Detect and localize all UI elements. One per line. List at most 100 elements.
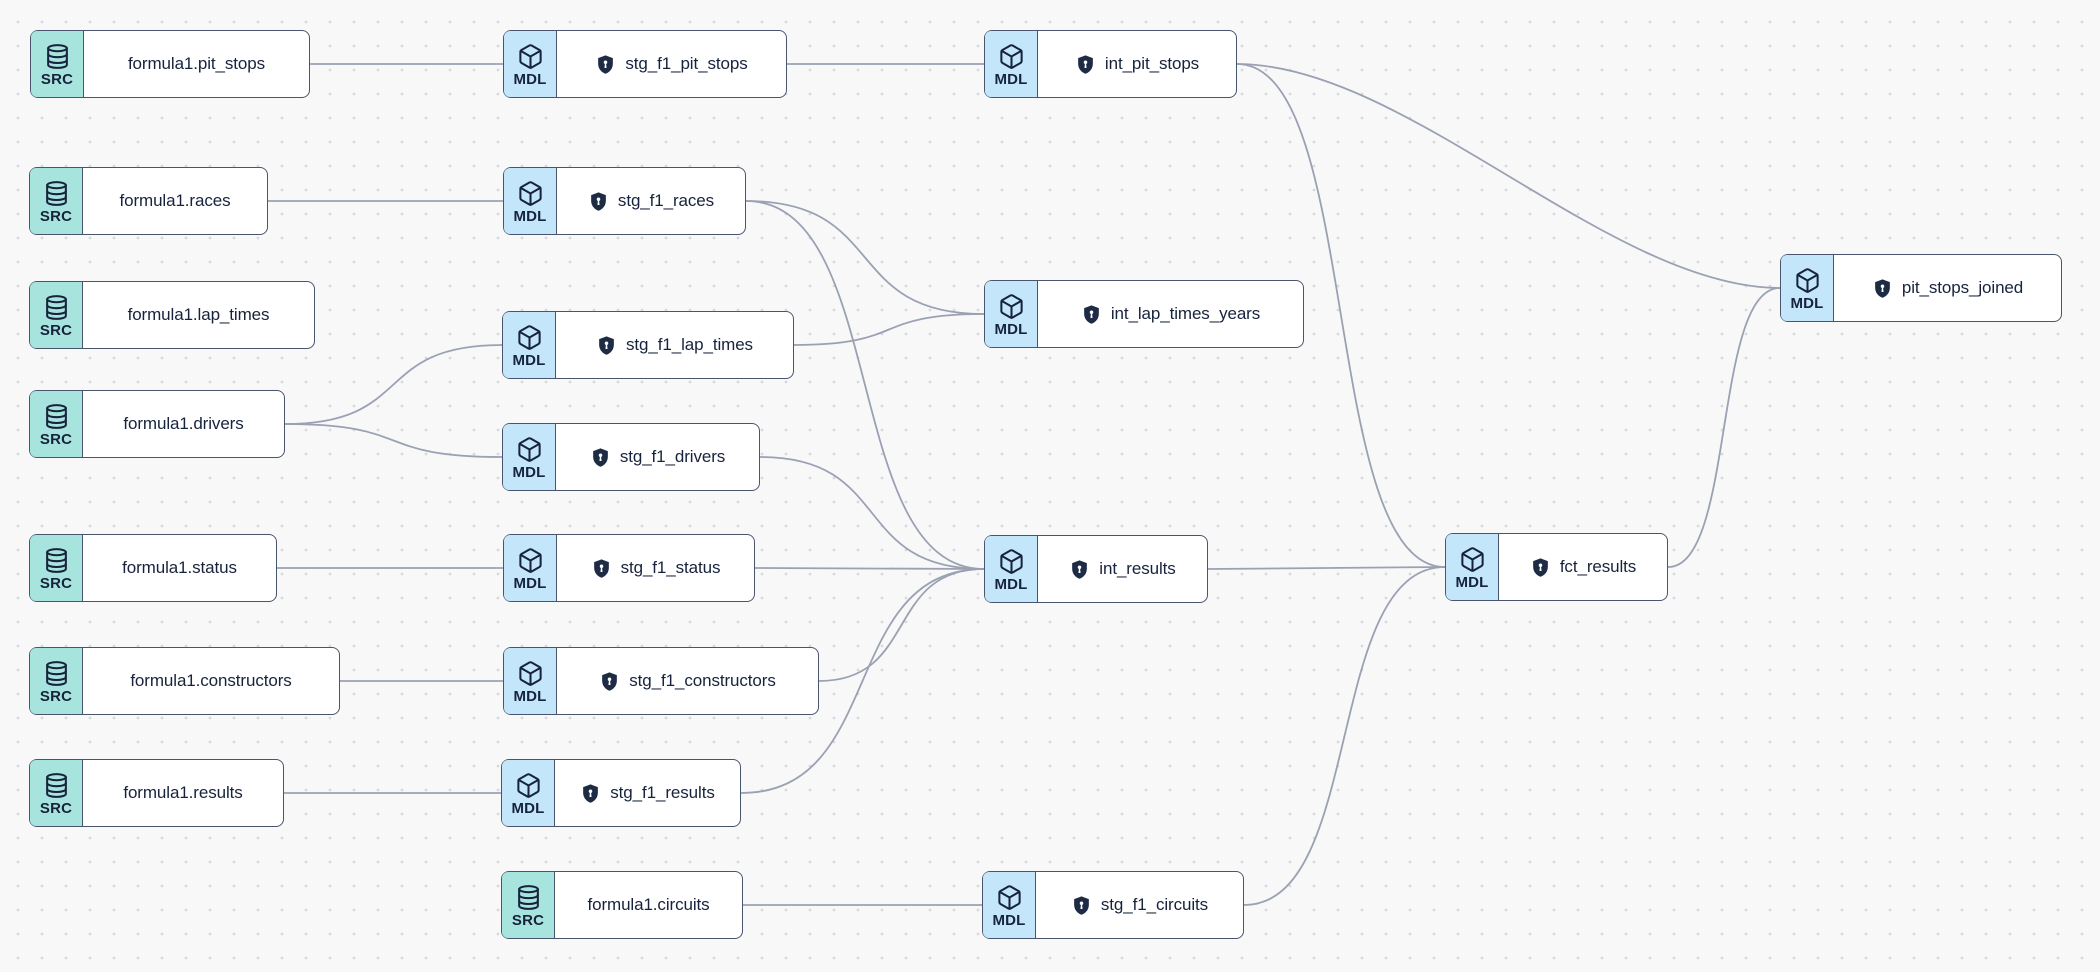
source-type-badge: SRC (502, 872, 555, 938)
edge-stg_circuits-to-fct_results (1243, 566, 1446, 906)
lineage-node-stg-f1-lap-times[interactable]: MDL stg_f1_lap_times (502, 311, 794, 379)
edge-stg_lap_times-to-int_lap_times_years (793, 313, 985, 346)
edge-int_pit_stops-to-pit_stops_joined (1236, 63, 1781, 289)
node-label-area: formula1.pit_stops (84, 31, 309, 97)
node-label: stg_f1_pit_stops (625, 54, 748, 73)
source-type-badge: SRC (30, 760, 83, 826)
node-label: stg_f1_circuits (1100, 895, 1209, 914)
node-label-area: stg_f1_status (557, 535, 754, 601)
model-type-badge: MDL (985, 536, 1038, 602)
lineage-node-stg-f1-constructors[interactable]: MDL stg_f1_constructors (503, 647, 819, 715)
model-type-badge: MDL (503, 312, 556, 378)
node-type-label: MDL (992, 912, 1026, 929)
node-type-label: MDL (1790, 295, 1824, 312)
lineage-node-formula1-lap-times[interactable]: SRC formula1.lap_times (29, 281, 315, 349)
node-type-label: SRC (39, 688, 73, 705)
cube-icon (998, 43, 1025, 70)
cube-icon (516, 324, 543, 351)
source-type-badge: SRC (31, 31, 84, 97)
database-icon (43, 660, 70, 687)
database-icon (43, 547, 70, 574)
edge-fct_results-to-pit_stops_joined (1667, 287, 1781, 568)
node-label: formula1.status (122, 558, 237, 577)
source-type-badge: SRC (30, 168, 83, 234)
node-label-area: stg_f1_lap_times (556, 312, 793, 378)
lineage-node-formula1-constructors[interactable]: SRC formula1.constructors (29, 647, 340, 715)
lineage-node-formula1-status[interactable]: SRC formula1.status (29, 534, 277, 602)
cube-icon (996, 884, 1023, 911)
node-type-label: MDL (513, 575, 547, 592)
edge-stg_drivers-to-int_results (759, 456, 985, 570)
node-type-label: MDL (511, 800, 545, 817)
shield-icon (1530, 557, 1551, 578)
lineage-node-stg-f1-results[interactable]: MDL stg_f1_results (501, 759, 741, 827)
node-label-area: pit_stops_joined (1834, 255, 2061, 321)
database-icon (43, 180, 70, 207)
node-label-area: int_results (1038, 536, 1207, 602)
lineage-node-int-results[interactable]: MDL int_results (984, 535, 1208, 603)
source-type-badge: SRC (30, 648, 83, 714)
shield-icon (599, 671, 620, 692)
shield-icon (595, 54, 616, 75)
lineage-node-pit-stops-joined[interactable]: MDL pit_stops_joined (1780, 254, 2062, 322)
source-type-badge: SRC (30, 282, 83, 348)
cube-icon (1459, 546, 1486, 573)
node-label: stg_f1_races (617, 191, 715, 210)
node-type-label: SRC (39, 575, 73, 592)
shield-icon (596, 335, 617, 356)
node-type-label: SRC (511, 912, 545, 929)
node-label-area: formula1.status (83, 535, 276, 601)
model-type-badge: MDL (1781, 255, 1834, 321)
model-type-badge: MDL (504, 168, 557, 234)
cube-icon (517, 43, 544, 70)
shield-icon (1071, 895, 1092, 916)
node-label-area: stg_f1_circuits (1036, 872, 1243, 938)
model-type-badge: MDL (985, 31, 1038, 97)
model-type-badge: MDL (1446, 534, 1499, 600)
database-icon (43, 294, 70, 321)
shield-icon (1075, 54, 1096, 75)
node-label-area: formula1.constructors (83, 648, 339, 714)
edge-int_results-to-fct_results (1207, 566, 1446, 570)
node-label: stg_f1_results (610, 783, 715, 802)
shield-icon (1872, 278, 1893, 299)
node-label-area: stg_f1_constructors (557, 648, 818, 714)
database-icon (515, 884, 542, 911)
node-label-area: stg_f1_results (555, 760, 740, 826)
node-type-label: MDL (513, 688, 547, 705)
shield-icon (590, 447, 611, 468)
node-label: stg_f1_constructors (629, 671, 776, 690)
node-label: int_results (1099, 559, 1176, 578)
edge-stg_status-to-int_results (754, 567, 985, 570)
node-label: formula1.lap_times (127, 305, 270, 324)
cube-icon (998, 548, 1025, 575)
lineage-node-stg-f1-races[interactable]: MDL stg_f1_races (503, 167, 746, 235)
model-type-badge: MDL (502, 760, 555, 826)
node-label: stg_f1_lap_times (626, 335, 753, 354)
node-label-area: formula1.lap_times (83, 282, 314, 348)
cube-icon (1794, 267, 1821, 294)
source-type-badge: SRC (30, 391, 83, 457)
node-type-label: SRC (39, 322, 73, 339)
node-type-label: MDL (994, 576, 1028, 593)
source-type-badge: SRC (30, 535, 83, 601)
node-label: stg_f1_drivers (619, 447, 726, 466)
edge-stg_races-to-int_results (745, 200, 985, 570)
lineage-node-stg-f1-status[interactable]: MDL stg_f1_status (503, 534, 755, 602)
shield-icon (1069, 559, 1090, 580)
node-label-area: int_pit_stops (1038, 31, 1236, 97)
cube-icon (516, 436, 543, 463)
lineage-node-stg-f1-circuits[interactable]: MDL stg_f1_circuits (982, 871, 1244, 939)
